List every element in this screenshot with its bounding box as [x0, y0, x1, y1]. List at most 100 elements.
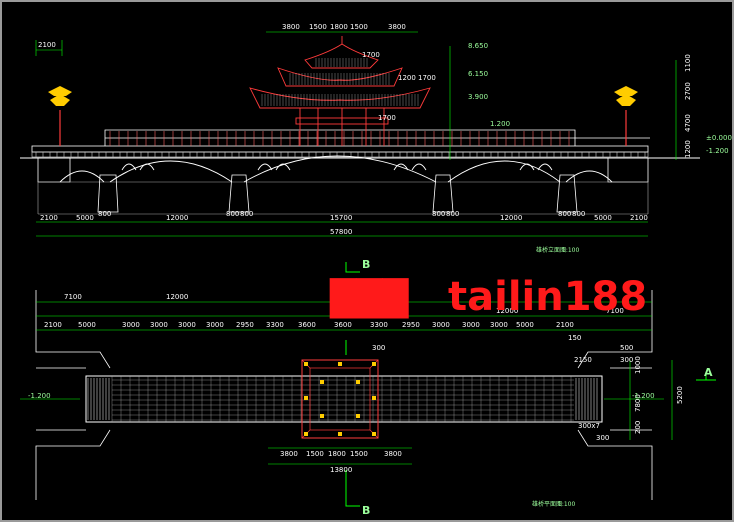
plan-dim-row2-11: 3300 — [370, 321, 388, 329]
elev-bottom-dim-11: 800 — [558, 210, 571, 218]
plan-dim-row2-12: 2950 — [402, 321, 420, 329]
elev-top-dim-1: 3800 — [282, 23, 300, 31]
pavilion-plan — [301, 359, 379, 439]
plan-dim-row2-2: 5000 — [78, 321, 96, 329]
elevation-levels: 8.650 6.150 3.900 1.200 ±0.000 -1.200 — [468, 42, 732, 155]
elev-small-dim-c: 1700 — [418, 74, 436, 82]
plan-dim-row2-16: 5000 — [516, 321, 534, 329]
plan-dim-row2-15: 3000 — [490, 321, 508, 329]
plan-deck-outline — [85, 375, 603, 423]
plan-note-5: 300x7 — [578, 422, 600, 430]
section-mark-side: A — [704, 366, 713, 379]
level-3900: 3.900 — [468, 93, 488, 101]
plan-dim-row1-2: 12000 — [166, 293, 188, 301]
plan-side-dim-6: 200 — [634, 421, 642, 434]
plan-dim-row2-9: 3600 — [298, 321, 316, 329]
elev-top-dim-2: 1500 — [309, 23, 327, 31]
lamp-post-left — [48, 86, 72, 146]
elev-small-dim-a: 1700 — [362, 51, 380, 59]
elev-bottom-dim-5: 800 — [226, 210, 239, 218]
elev-bottom-dim-12: 800 — [572, 210, 585, 218]
plan-dim-row2-3: 3000 — [122, 321, 140, 329]
plan-side-dim-5: 300 — [596, 434, 609, 442]
watermark-prefix: ███ — [329, 278, 409, 319]
elev-top-dim-4: 1500 — [350, 23, 368, 31]
plan-dim-row1-3: 15700 — [332, 307, 354, 315]
plan-note-4: 300 — [620, 356, 633, 364]
level-1200: 1.200 — [490, 120, 510, 128]
plan-dims-row1: 7100 12000 15700 12000 7100 57800 — [64, 293, 624, 315]
section-mark-top: B — [362, 258, 370, 271]
plan-dim-row2-13: 3000 — [432, 321, 450, 329]
plan-title: 雄桥平面图 — [532, 500, 562, 508]
elev-bottom-dim-1: 2100 — [40, 214, 58, 222]
elevation-view: 3800 1500 1800 1500 3800 1700 1200 1700 … — [20, 23, 732, 254]
plan-dim-row2-5: 3000 — [178, 321, 196, 329]
plan-bottom-dim-1: 3800 — [280, 450, 298, 458]
plan-total-dim: 57800 — [332, 293, 354, 301]
level-zero: ±0.000 — [706, 134, 732, 142]
plan-dim-row2-17: 2100 — [556, 321, 574, 329]
plan-bottom-dim-3: 1800 — [328, 450, 346, 458]
plan-side-dim-1: 2150 — [574, 356, 592, 364]
plan-bottom-dim-2: 1500 — [306, 450, 324, 458]
elev-bottom-dim-8: 800 — [432, 210, 445, 218]
watermark-text: tailin188 — [448, 274, 647, 320]
elev-bottom-dim-13: 5000 — [594, 214, 612, 222]
watermark: ███ tailin188 — [329, 274, 647, 320]
plan-dim-row2-8: 3300 — [266, 321, 284, 329]
lamp-post-right — [614, 86, 638, 146]
elev-right-dim-3: 4700 — [684, 114, 692, 132]
plan-dim-row2-1: 2100 — [44, 321, 62, 329]
level-minus-1200: -1.200 — [706, 147, 729, 155]
plan-view: B B A 7100 12000 15700 12000 7100 57800 … — [20, 258, 716, 517]
elev-bottom-dim-3: 800 — [98, 210, 111, 218]
plan-dim-row1-4: 12000 — [496, 307, 518, 315]
plan-side-dim-4: 5200 — [676, 386, 684, 404]
plan-dim-row1-1: 7100 — [64, 293, 82, 301]
plan-note-1: 300 — [372, 344, 385, 352]
plan-dim-row2-7: 2950 — [236, 321, 254, 329]
plan-side-dims: 2150 1000 7800 5200 300 200 — [574, 356, 684, 442]
elev-bottom-dim-6: 800 — [240, 210, 253, 218]
plan-dim-row2-14: 3000 — [462, 321, 480, 329]
elevation-scale: 1:100 — [562, 247, 579, 254]
elev-top-dim-3: 1800 — [330, 23, 348, 31]
elev-left-dim: 2100 — [38, 41, 56, 49]
elev-small-dim-b: 1200 — [398, 74, 416, 82]
section-mark-bottom: B — [362, 504, 370, 517]
elev-bottom-dim-4: 12000 — [166, 214, 188, 222]
elevation-bottom-dims: 2100 5000 800 12000 800 800 15700 800 80… — [40, 210, 648, 236]
elev-bottom-dim-7: 15700 — [330, 214, 352, 222]
elev-bottom-dim-2: 5000 — [76, 214, 94, 222]
elev-right-dim-4: 1200 — [684, 140, 692, 158]
pavilion-elevation — [249, 36, 431, 146]
plan-scale: 1:100 — [558, 501, 575, 508]
plan-bottom-dim-4: 1500 — [350, 450, 368, 458]
plan-note-2: 150 — [568, 334, 581, 342]
plan-bottom-dim-5: 3800 — [384, 450, 402, 458]
plan-side-dim-3: 7800 — [634, 394, 642, 412]
elev-small-dim-d: 1700 — [378, 114, 396, 122]
elevation-right-dims: 1100 2700 4700 1200 — [684, 54, 692, 158]
elev-right-dim-2: 2700 — [684, 82, 692, 100]
plan-dim-row1-5: 7100 — [606, 307, 624, 315]
elev-right-dim-1: 1100 — [684, 54, 692, 72]
elevation-top-dims: 3800 1500 1800 1500 3800 — [282, 23, 406, 31]
elevation-title: 雄桥立面图 — [536, 246, 566, 254]
plan-dim-row2-4: 3000 — [150, 321, 168, 329]
level-8650: 8.650 — [468, 42, 488, 50]
plan-bottom-total: 13800 — [330, 466, 352, 474]
plan-side-dim-2: 1000 — [634, 356, 642, 374]
plan-dims-row2: 2100 5000 3000 3000 3000 3000 2950 3300 3600 3600… — [44, 321, 574, 329]
elev-bottom-dim-14: 2100 — [630, 214, 648, 222]
bridge-arches — [59, 155, 613, 183]
level-6150: 6.150 — [468, 70, 488, 78]
elev-bottom-dim-10: 12000 — [500, 214, 522, 222]
plan-dim-row2-10: 3600 — [334, 321, 352, 329]
plan-bottom-dims: 3800 1500 1800 1500 3800 13800 — [280, 450, 402, 474]
plan-notes: 300 150 500 300 300x7 — [372, 334, 633, 430]
plan-note-3: 500 — [620, 344, 633, 352]
elev-bottom-dim-9: 800 — [446, 210, 459, 218]
